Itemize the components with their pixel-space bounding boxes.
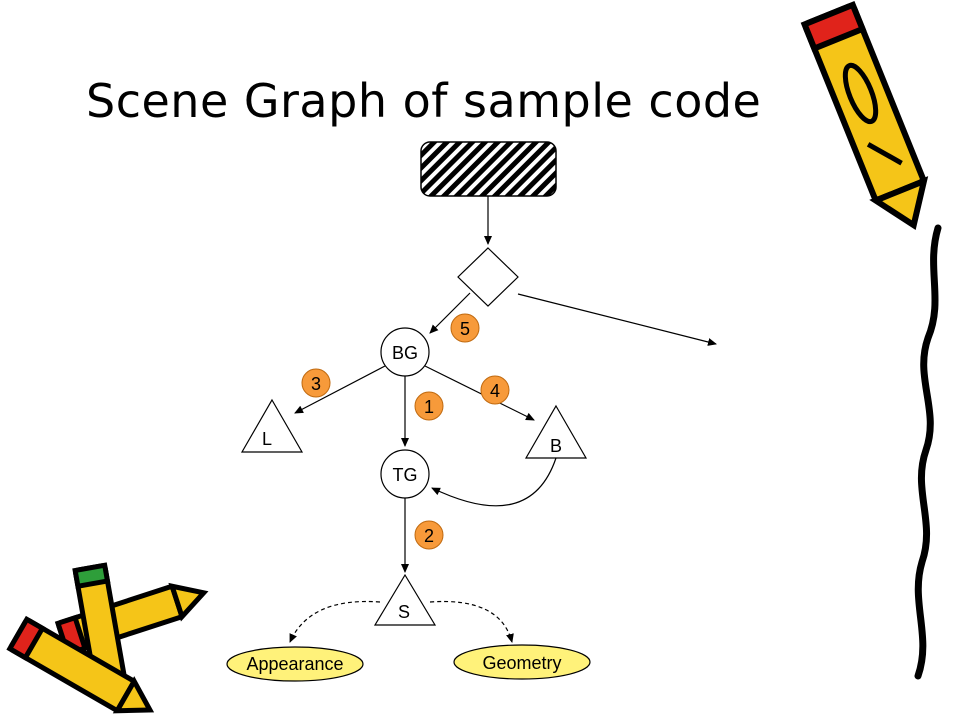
- locale-node: [457, 247, 519, 307]
- squiggle-border-right: [914, 224, 942, 680]
- light-label: L: [262, 429, 272, 449]
- appearance-label: Appearance: [246, 654, 343, 674]
- svg-text:5: 5: [460, 319, 470, 339]
- behavior-label: B: [550, 436, 562, 456]
- svg-text:4: 4: [490, 381, 500, 401]
- pencils-clipart-bottom-left: [6, 562, 209, 714]
- virtual-universe-node: [420, 141, 557, 197]
- appearance-node: Appearance: [226, 646, 364, 682]
- light-leaf-node: L: [240, 398, 304, 453]
- slide-title: Scene Graph of sample code: [86, 74, 762, 128]
- edge-shape-appearance: [289, 600, 381, 643]
- svg-text:2: 2: [424, 526, 434, 546]
- bg-label: BG: [392, 343, 418, 363]
- edge-locale-bg: [429, 292, 471, 334]
- edge-locale-right: [517, 293, 717, 346]
- edge-behavior-tg: [431, 457, 557, 507]
- branch-group-node: BG: [380, 327, 430, 377]
- edge-bg-light: [294, 365, 386, 414]
- step-badge-2: 2: [414, 520, 444, 550]
- edge-shape-geometry: [429, 600, 514, 643]
- step-badge-4: 4: [480, 375, 510, 405]
- shape3d-leaf-node: S: [373, 573, 437, 626]
- geometry-label: Geometry: [482, 653, 561, 673]
- step-badge-3: 3: [301, 368, 331, 398]
- tg-label: TG: [393, 465, 418, 485]
- pencil-clipart-top-right: [800, 1, 929, 230]
- shape-label: S: [398, 602, 410, 622]
- behavior-leaf-node: B: [524, 404, 588, 459]
- edge-bg-behavior: [424, 365, 535, 421]
- geometry-node: Geometry: [453, 644, 591, 680]
- svg-text:3: 3: [311, 374, 321, 394]
- svg-text:1: 1: [424, 397, 434, 417]
- transform-group-node: TG: [380, 449, 430, 499]
- step-badge-5: 5: [450, 313, 480, 343]
- step-badge-1: 1: [414, 391, 444, 421]
